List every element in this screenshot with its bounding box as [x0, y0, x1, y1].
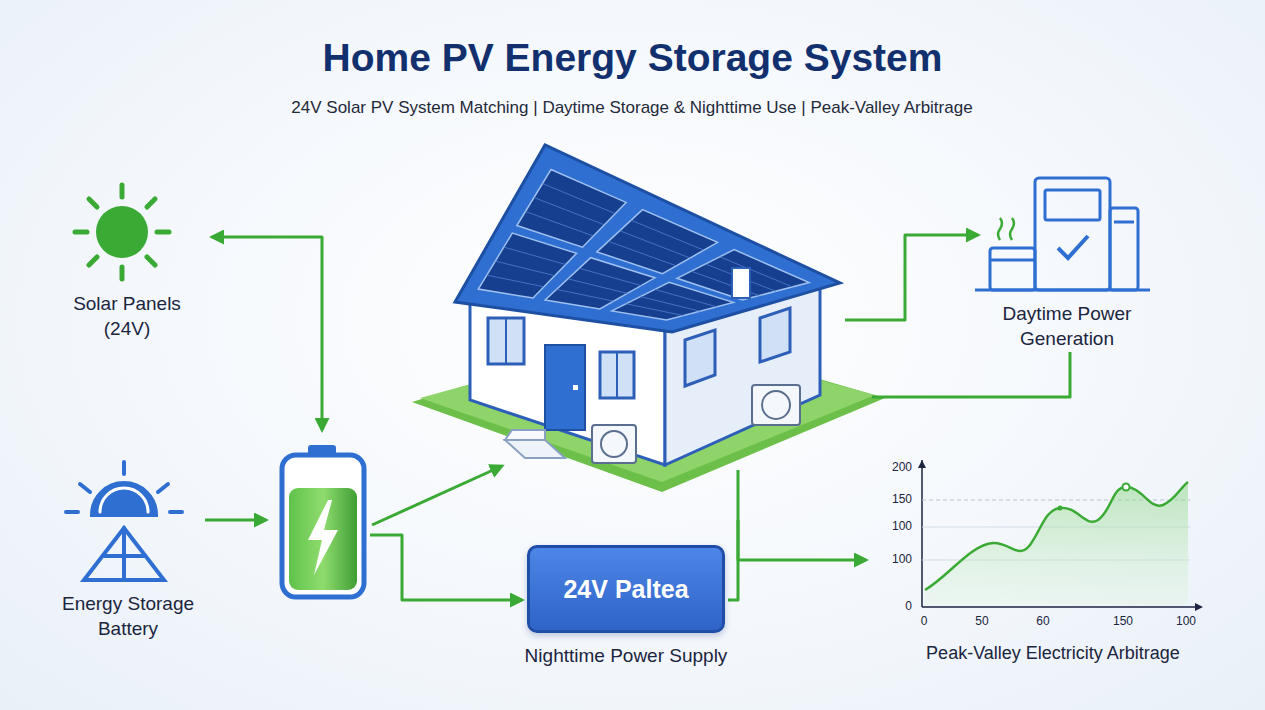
battery-box: 24V PalteaNighttime Power Supply [527, 545, 725, 633]
axis-tick: 100 [1176, 614, 1196, 628]
box-caption: Nighttime Power Supply [525, 644, 728, 669]
node-label: Energy Storage Battery [33, 592, 223, 641]
node-label: Solar Panels (24V) [57, 292, 197, 341]
axis-tick: 150 [892, 492, 912, 506]
solar-panel [597, 210, 718, 274]
title: Home PV Energy Storage System [0, 36, 1265, 80]
box-label: 24V Paltea [563, 573, 688, 606]
icon-label: Solar Panels (24V) [57, 292, 197, 341]
appliance-icon [975, 178, 1150, 290]
axis-tick: 0 [905, 599, 912, 613]
chart-caption: Peak-Valley Electricity Arbitrage [926, 643, 1180, 665]
icon-label: Energy Storage Battery [33, 592, 223, 641]
axis-tick: 60 [1036, 614, 1049, 628]
axis-tick: 50 [975, 614, 988, 628]
battery-icon [282, 445, 364, 597]
subtitle: 24V Solar PV System Matching | Daytime S… [291, 98, 972, 118]
storage-icon [66, 462, 182, 580]
axis-tick: 200 [892, 460, 912, 474]
solar-panel [517, 170, 626, 248]
solar-panel [677, 250, 809, 300]
house [412, 145, 885, 492]
axis-tick: 150 [1113, 614, 1133, 628]
axis-tick: 100 [892, 519, 912, 533]
sun-icon [75, 185, 169, 279]
icon-label: Daytime Power Generation [967, 302, 1167, 351]
node-label: Daytime Power Generation [967, 302, 1167, 351]
axis-tick: 0 [921, 614, 928, 628]
line-chart [918, 460, 1203, 611]
axis-tick: 100 [892, 552, 912, 566]
